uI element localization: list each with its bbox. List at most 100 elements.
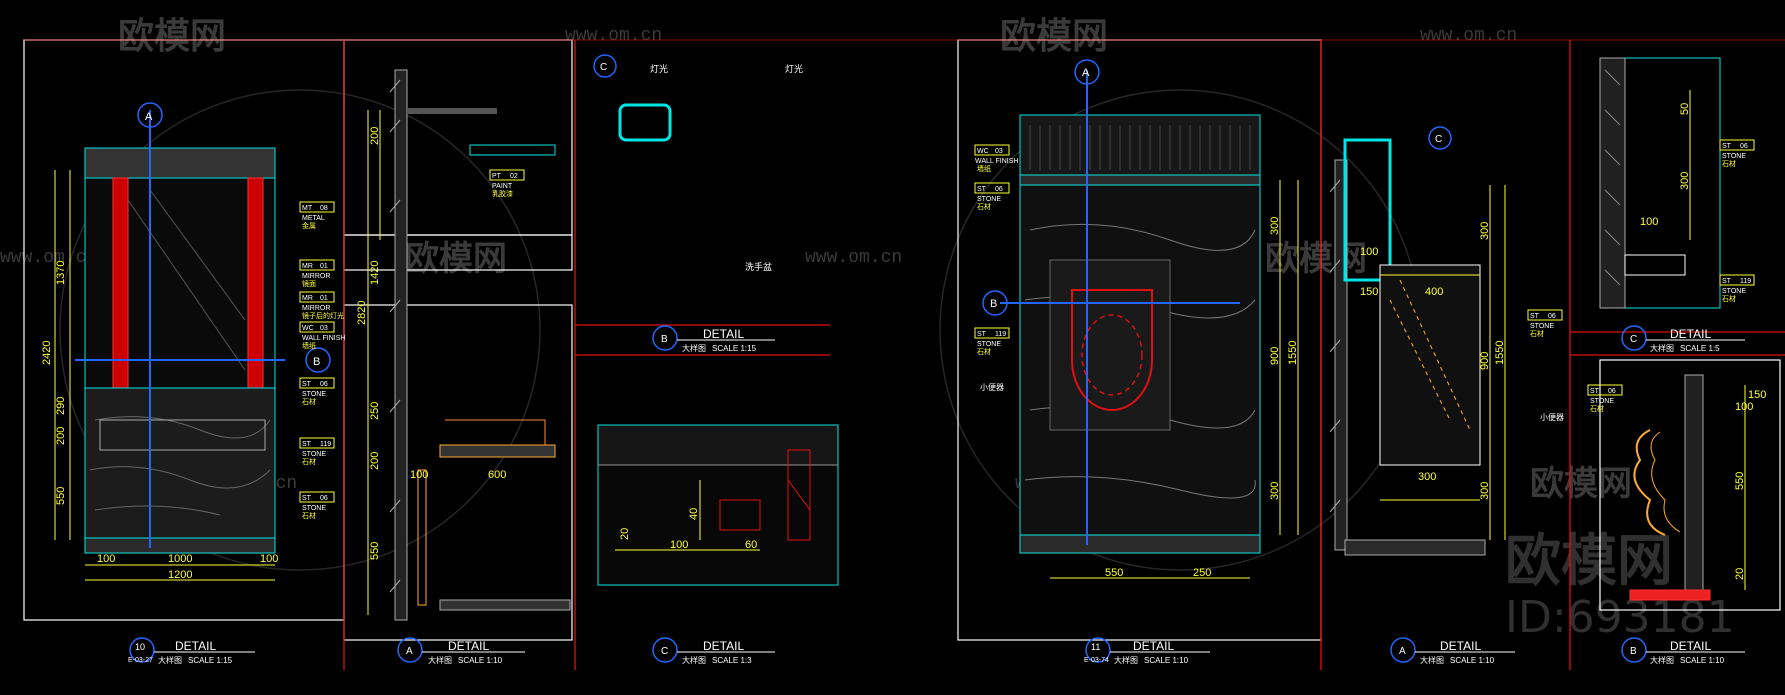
tag-pt02: PT 02 PAINT 乳胶漆 [489, 169, 525, 198]
svg-text:石材: 石材 [302, 397, 316, 406]
svg-text:ST: ST [302, 495, 312, 502]
tag-mt08: MT 08 METAL 金属 [299, 201, 335, 230]
svg-text:墙纸: 墙纸 [302, 341, 316, 350]
watermark-url: www.om.cn [565, 26, 662, 46]
svg-text:STONE: STONE [1590, 398, 1614, 405]
svg-text:PAINT: PAINT [492, 183, 513, 190]
svg-text:METAL: METAL [302, 215, 325, 222]
tag-st119: ST 119 STONE 石材 [299, 437, 335, 466]
svg-text:C: C [1435, 134, 1442, 145]
dim-250-b: 250 [1193, 567, 1211, 579]
svg-text:PT: PT [492, 173, 502, 180]
marker-a-label: A [145, 111, 153, 123]
tag-st06: ST 06 STONE 石材 [299, 377, 335, 406]
svg-text:STONE: STONE [977, 341, 1001, 348]
svg-text:STONE: STONE [1722, 153, 1746, 160]
svg-text:ST: ST [1530, 313, 1540, 320]
svg-text:C: C [1630, 334, 1637, 345]
svg-text:WC: WC [977, 148, 989, 155]
detail-c2-section: 50 300 100 [1599, 57, 1721, 309]
svg-text:STONE: STONE [302, 391, 326, 398]
svg-text:镜面: 镜面 [302, 279, 316, 288]
dim-600: 600 [488, 469, 506, 481]
svg-text:大样图: 大样图 [1420, 655, 1444, 665]
dim-290: 290 [55, 397, 67, 415]
detail-a1-title: DETAIL [448, 639, 489, 653]
detail-a-section: 200 1420 2820 250 200 550 100 600 [356, 69, 571, 621]
svg-text:03: 03 [995, 148, 1003, 155]
svg-text:ST: ST [977, 331, 987, 338]
dim-1200: 1200 [168, 569, 192, 581]
svg-text:01: 01 [320, 295, 328, 302]
detail-titles: 10 E-03-27 DETAIL 大样图 SCALE 1:15 A DETAI… [128, 325, 1745, 665]
svg-text:MT: MT [302, 205, 313, 212]
tag-st06-r2: ST 06 STONE 石材 [1527, 309, 1563, 338]
dim-40: 40 [688, 508, 700, 520]
detail-c1-title: DETAIL [703, 639, 744, 653]
tag-st06-b: ST 06 STONE 石材 [299, 491, 335, 520]
dim-550-a: 550 [369, 542, 381, 560]
svg-text:石材: 石材 [1722, 294, 1736, 303]
watermark-url: www.om.cn [805, 248, 902, 268]
detail-11-title: DETAIL [1133, 639, 1174, 653]
tag-st06-r4: ST 06 STONE 石材 [1587, 384, 1623, 413]
detail-10-tags: MT 08 METAL 金属 MR 01 MIRROR 镜面 MR 01 MIR… [299, 201, 345, 520]
svg-text:150: 150 [1748, 389, 1766, 401]
watermark-url: www.om.cn [0, 248, 97, 268]
svg-text:WALL FINISH: WALL FINISH [302, 335, 345, 342]
svg-text:300: 300 [1479, 482, 1491, 500]
detail-10-title: DETAIL [175, 639, 216, 653]
svg-text:ST: ST [1722, 278, 1732, 285]
dim-2820: 2820 [356, 301, 368, 325]
svg-text:墙纸: 墙纸 [977, 164, 991, 173]
svg-text:石材: 石材 [302, 457, 316, 466]
tag-st119-r2: ST 119 STONE 石材 [1719, 274, 1755, 303]
dim-250: 250 [369, 402, 381, 420]
svg-text:大样图: 大样图 [682, 343, 706, 353]
svg-text:MIRROR: MIRROR [302, 305, 330, 312]
detail-c2-title: DETAIL [1670, 327, 1711, 341]
dim-20: 20 [619, 528, 631, 540]
dim-900: 900 [1269, 347, 1281, 365]
svg-text:119: 119 [995, 331, 1006, 338]
svg-text:石材: 石材 [1530, 329, 1544, 338]
svg-text:119: 119 [1740, 278, 1751, 285]
svg-text:石材: 石材 [1722, 159, 1736, 168]
dim-550: 550 [55, 487, 67, 505]
svg-text:06: 06 [995, 186, 1003, 193]
svg-text:300: 300 [1679, 172, 1691, 190]
svg-text:WALL FINISH: WALL FINISH [975, 158, 1018, 165]
svg-text:小便器: 小便器 [1540, 412, 1564, 422]
svg-text:STONE: STONE [1722, 288, 1746, 295]
svg-text:大样图: 大样图 [1650, 343, 1674, 353]
dim-100-a: 100 [410, 469, 428, 481]
svg-text:大样图: 大样图 [1114, 655, 1138, 665]
tag-mr01: MR 01 MIRROR 镜面 [299, 259, 335, 288]
dim-200-b: 200 [369, 452, 381, 470]
svg-text:金属: 金属 [302, 221, 316, 230]
svg-text:C: C [600, 62, 607, 73]
svg-text:ST: ST [1590, 388, 1600, 395]
svg-text:ST: ST [302, 441, 312, 448]
svg-text:06: 06 [1548, 313, 1556, 320]
sheet-divider-lines [24, 39, 1785, 670]
svg-text:100: 100 [1640, 216, 1658, 228]
svg-text:ST: ST [977, 186, 987, 193]
detail-b-small: C 灯光 灯光 洗手盆 [593, 54, 803, 272]
svg-text:ST: ST [1722, 143, 1732, 150]
svg-text:02: 02 [510, 173, 518, 180]
svg-text:50: 50 [1679, 103, 1691, 115]
detail-b2-title: DETAIL [1670, 639, 1711, 653]
tag-wc03: WC 03 WALL FINISH 墙纸 [299, 321, 345, 350]
dim-1550: 1550 [1287, 341, 1299, 365]
dim-100-right: 100 [260, 553, 278, 565]
watermark-brand: 欧模网 [1000, 16, 1108, 57]
svg-text:大样图: 大样图 [1650, 655, 1674, 665]
svg-text:06: 06 [1740, 143, 1748, 150]
svg-text:STONE: STONE [302, 451, 326, 458]
svg-text:06: 06 [1608, 388, 1616, 395]
svg-text:900: 900 [1479, 352, 1491, 370]
svg-text:STONE: STONE [977, 196, 1001, 203]
svg-text:石材: 石材 [302, 511, 316, 520]
svg-text:石材: 石材 [1590, 404, 1604, 413]
